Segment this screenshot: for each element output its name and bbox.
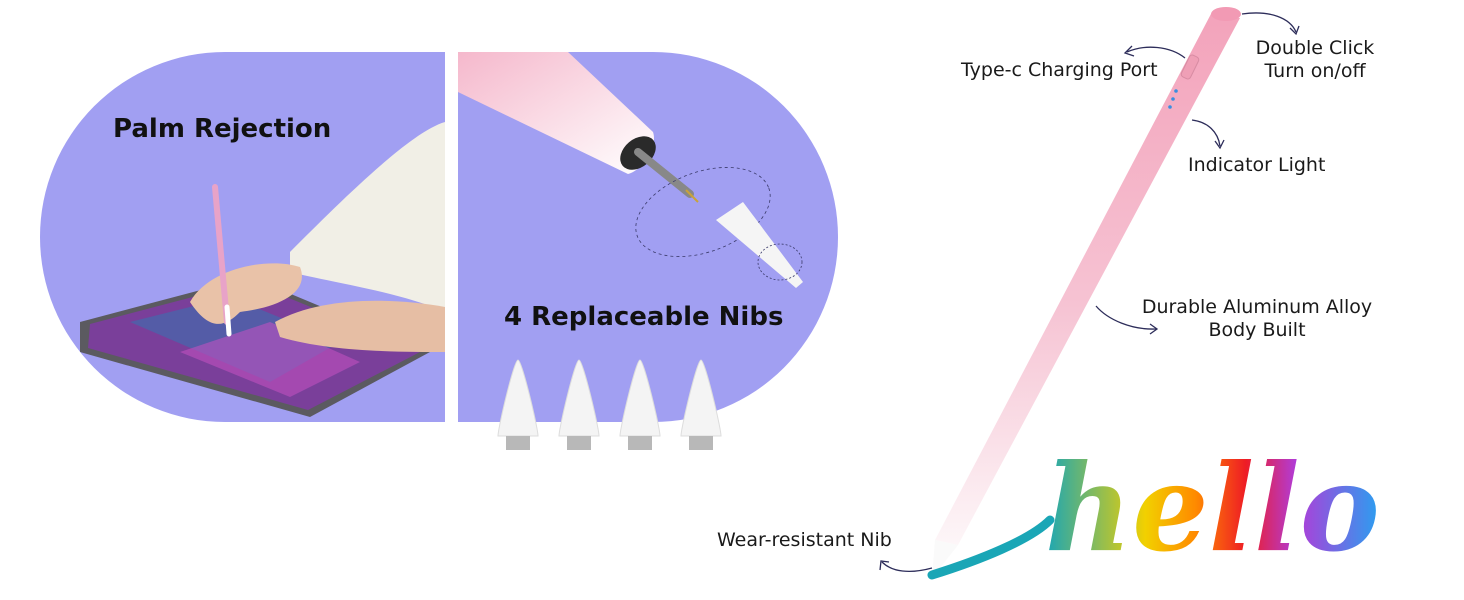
tablet-hand-illustration [80, 122, 445, 417]
callout-double-click: Double Click Turn on/off [1250, 37, 1380, 83]
callout-body-line2: Body Built [1208, 319, 1306, 341]
nib-icon [680, 359, 722, 450]
callout-double-click-line2: Turn on/off [1264, 60, 1366, 82]
stylus-illustration: hello [879, 7, 1380, 580]
replaceable-nibs-panel: 4 Replaceable Nibs [458, 52, 838, 422]
nib-icon [619, 359, 661, 450]
palm-rejection-panel: Palm Rejection [40, 52, 445, 422]
callout-nib: Wear-resistant Nib [717, 529, 892, 551]
nib-icon [497, 359, 539, 450]
callout-charging-port: Type-c Charging Port [961, 59, 1158, 81]
hello-handwriting: hello [1045, 438, 1380, 579]
callout-body: Durable Aluminum Alloy Body Built [1136, 296, 1378, 342]
palm-rejection-title: Palm Rejection [113, 114, 332, 144]
callout-body-line1: Durable Aluminum Alloy [1141, 296, 1373, 318]
pen-nib-illustration [458, 52, 803, 288]
nib-set [496, 358, 746, 458]
callout-indicator-light: Indicator Light [1188, 154, 1326, 176]
nib-icon [558, 359, 600, 450]
replaceable-nibs-title: 4 Replaceable Nibs [504, 302, 784, 332]
callout-double-click-line1: Double Click [1255, 37, 1375, 59]
